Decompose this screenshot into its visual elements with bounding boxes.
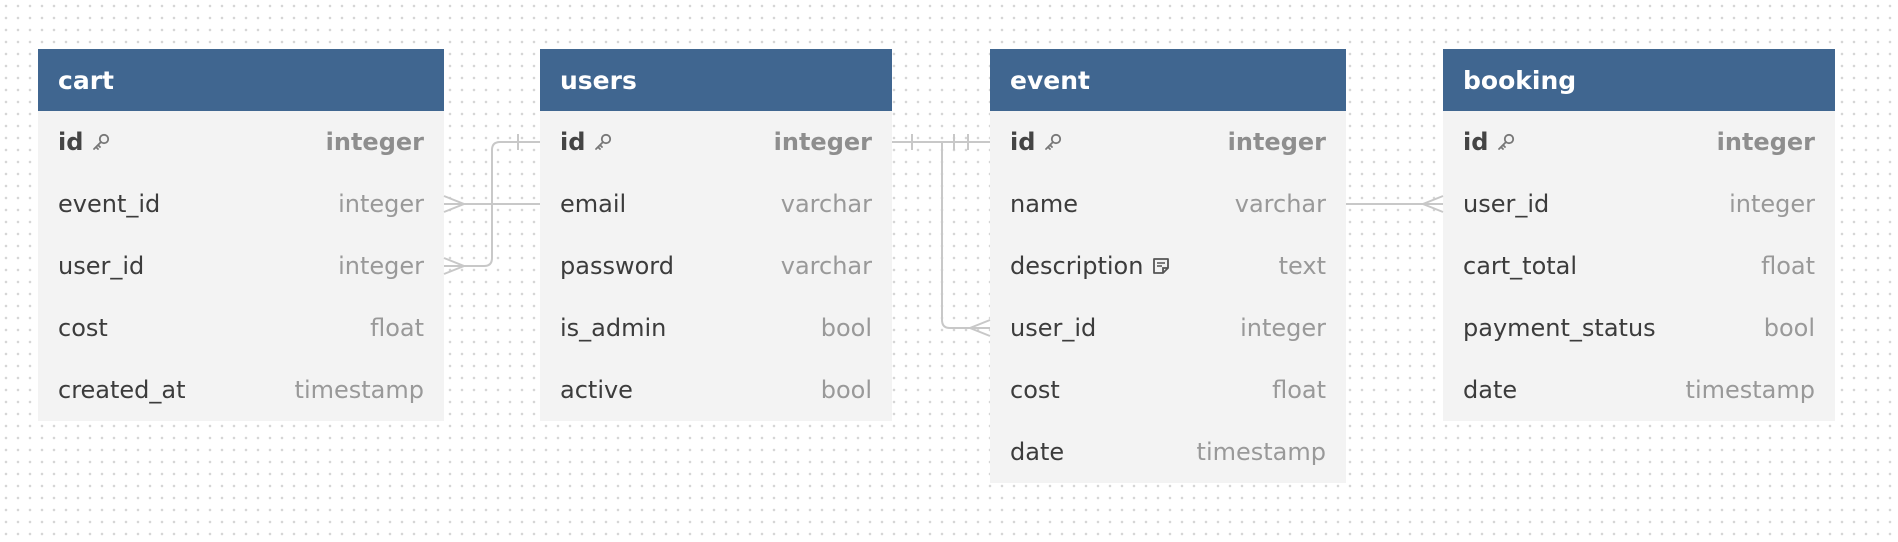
key-icon bbox=[593, 132, 613, 152]
field-row-event-description[interactable]: description text bbox=[990, 235, 1346, 297]
field-row-event-date[interactable]: date timestamp bbox=[990, 421, 1346, 483]
field-name: id bbox=[560, 128, 586, 156]
table-title-booking[interactable]: booking bbox=[1443, 49, 1835, 111]
field-row-booking-payment_status[interactable]: payment_status bool bbox=[1443, 297, 1835, 359]
field-row-booking-id[interactable]: id integer bbox=[1443, 111, 1835, 173]
field-type: varchar bbox=[780, 190, 872, 218]
table-booking[interactable]: booking id integer user_id integer cart_total… bbox=[1443, 49, 1835, 421]
field-type: timestamp bbox=[1685, 376, 1815, 404]
field-type: integer bbox=[338, 190, 424, 218]
field-name-wrap: user_id bbox=[1463, 190, 1549, 218]
field-row-booking-cart_total[interactable]: cart_total float bbox=[1443, 235, 1835, 297]
field-name: date bbox=[1463, 376, 1518, 404]
field-name-wrap: id bbox=[58, 128, 111, 156]
field-type: integer bbox=[1716, 128, 1815, 156]
field-type: integer bbox=[1227, 128, 1326, 156]
key-icon bbox=[1043, 132, 1063, 152]
field-name-wrap: date bbox=[1463, 376, 1517, 404]
field-row-booking-date[interactable]: date timestamp bbox=[1443, 359, 1835, 421]
field-name-wrap: name bbox=[1010, 190, 1078, 218]
field-row-users-email[interactable]: email varchar bbox=[540, 173, 892, 235]
table-users[interactable]: users id integer email varchar password varcha… bbox=[540, 49, 892, 421]
field-name: id bbox=[1010, 128, 1036, 156]
field-name: created_at bbox=[58, 376, 186, 404]
field-row-cart-cost[interactable]: cost float bbox=[38, 297, 444, 359]
field-type: varchar bbox=[780, 252, 872, 280]
table-title-event[interactable]: event bbox=[990, 49, 1346, 111]
field-name: email bbox=[560, 190, 627, 218]
field-row-event-name[interactable]: name varchar bbox=[990, 173, 1346, 235]
field-name: active bbox=[560, 376, 633, 404]
field-row-cart-created_at[interactable]: created_at timestamp bbox=[38, 359, 444, 421]
field-name: cost bbox=[1010, 376, 1060, 404]
field-name-wrap: user_id bbox=[1010, 314, 1096, 342]
field-name-wrap: id bbox=[560, 128, 613, 156]
field-name-wrap: password bbox=[560, 252, 674, 280]
field-name-wrap: cost bbox=[1010, 376, 1060, 404]
table-event[interactable]: event id integer name varchar description text… bbox=[990, 49, 1346, 483]
field-row-cart-user_id[interactable]: user_id integer bbox=[38, 235, 444, 297]
field-row-users-id[interactable]: id integer bbox=[540, 111, 892, 173]
field-name: id bbox=[1463, 128, 1489, 156]
field-name-wrap: id bbox=[1463, 128, 1516, 156]
field-name: cost bbox=[58, 314, 108, 342]
field-name-wrap: email bbox=[560, 190, 626, 218]
field-row-booking-user_id[interactable]: user_id integer bbox=[1443, 173, 1835, 235]
field-name: date bbox=[1010, 438, 1065, 466]
field-name-wrap: created_at bbox=[58, 376, 186, 404]
field-type: timestamp bbox=[294, 376, 424, 404]
field-type: integer bbox=[325, 128, 424, 156]
field-name: id bbox=[58, 128, 84, 156]
field-type: integer bbox=[773, 128, 872, 156]
field-type: integer bbox=[338, 252, 424, 280]
field-name: name bbox=[1010, 190, 1079, 218]
field-name: event_id bbox=[58, 190, 161, 218]
table-title-users[interactable]: users bbox=[540, 49, 892, 111]
field-name-wrap: description bbox=[1010, 252, 1171, 280]
field-name-wrap: id bbox=[1010, 128, 1063, 156]
field-name: description bbox=[1010, 252, 1144, 280]
field-name-wrap: cart_total bbox=[1463, 252, 1577, 280]
key-icon bbox=[1496, 132, 1516, 152]
field-name-wrap: active bbox=[560, 376, 633, 404]
field-name: password bbox=[560, 252, 674, 280]
field-name: payment_status bbox=[1463, 314, 1656, 342]
field-name: user_id bbox=[1010, 314, 1097, 342]
field-row-event-user_id[interactable]: user_id integer bbox=[990, 297, 1346, 359]
field-name-wrap: user_id bbox=[58, 252, 144, 280]
field-name: cart_total bbox=[1463, 252, 1578, 280]
field-type: integer bbox=[1240, 314, 1326, 342]
key-icon bbox=[91, 132, 111, 152]
field-name-wrap: event_id bbox=[58, 190, 160, 218]
field-name-wrap: date bbox=[1010, 438, 1064, 466]
field-name: user_id bbox=[1463, 190, 1550, 218]
field-row-users-password[interactable]: password varchar bbox=[540, 235, 892, 297]
field-name: user_id bbox=[58, 252, 145, 280]
field-type: integer bbox=[1729, 190, 1815, 218]
field-name-wrap: is_admin bbox=[560, 314, 666, 342]
field-name-wrap: cost bbox=[58, 314, 108, 342]
field-type: float bbox=[370, 314, 424, 342]
note-icon[interactable] bbox=[1151, 256, 1171, 276]
field-type: float bbox=[1761, 252, 1815, 280]
field-name: is_admin bbox=[560, 314, 667, 342]
field-type: bool bbox=[1763, 314, 1815, 342]
field-type: timestamp bbox=[1196, 438, 1326, 466]
field-type: varchar bbox=[1234, 190, 1326, 218]
field-row-event-id[interactable]: id integer bbox=[990, 111, 1346, 173]
field-type: bool bbox=[820, 314, 872, 342]
field-row-users-active[interactable]: active bool bbox=[540, 359, 892, 421]
field-type: bool bbox=[820, 376, 872, 404]
field-row-cart-event_id[interactable]: event_id integer bbox=[38, 173, 444, 235]
field-type: float bbox=[1272, 376, 1326, 404]
field-row-cart-id[interactable]: id integer bbox=[38, 111, 444, 173]
field-row-users-is_admin[interactable]: is_admin bool bbox=[540, 297, 892, 359]
field-row-event-cost[interactable]: cost float bbox=[990, 359, 1346, 421]
field-type: text bbox=[1278, 252, 1326, 280]
table-title-cart[interactable]: cart bbox=[38, 49, 444, 111]
field-name-wrap: payment_status bbox=[1463, 314, 1656, 342]
